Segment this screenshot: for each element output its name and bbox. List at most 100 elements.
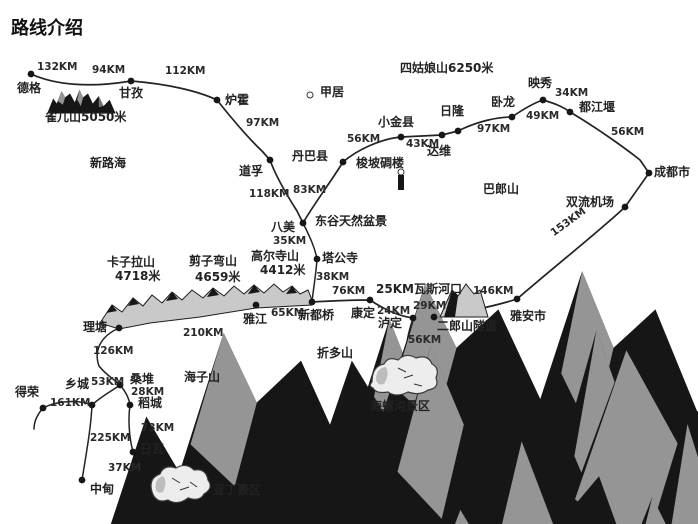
mountain-icons — [47, 89, 698, 524]
route-node-riwa — [129, 448, 137, 456]
erlangshan-mountain-icon — [439, 283, 489, 318]
map-label-jiaju: 甲居 — [320, 85, 345, 99]
map-label-siguniangshan: 四姑娘山6250米 — [400, 61, 494, 75]
map-label-km-97-balang: 97KM — [477, 123, 511, 135]
map-label-km-35: 35KM — [273, 235, 307, 247]
map-label-kazilashan: 卡子拉山 — [107, 255, 156, 269]
map-label-yajiang: 雅江 — [243, 312, 268, 326]
map-label-rilong: 日隆 — [440, 104, 465, 118]
map-label-km-126: 126KM — [93, 345, 134, 357]
yading-scenic-icon — [150, 464, 211, 504]
map-label-km-161: 161KM — [50, 397, 91, 409]
route-node-chengdushi — [645, 169, 653, 177]
map-label-km-43: 43KM — [406, 138, 440, 150]
route-node-sangdui — [116, 381, 124, 389]
map-label-km-225: 225KM — [90, 432, 131, 444]
map-label-xinluhai: 新路海 — [90, 156, 127, 170]
map-label-km-25-wasihekou: 25KM瓦斯河口 — [376, 282, 462, 296]
map-label-erlangshan: 二郎山隧道 — [437, 319, 498, 333]
route-node-daofu — [266, 156, 274, 164]
map-label-donggu: 东谷天然盆景 — [315, 214, 388, 228]
map-label-yaanshi: 雅安市 — [510, 309, 547, 323]
route-node-zhongdian — [78, 476, 86, 484]
map-label-derong: 得荣 — [15, 385, 40, 399]
map-label-xiangcheng: 乡城 — [65, 377, 90, 391]
snow-mountain-range-icon — [99, 283, 313, 330]
map-label-luhuo: 炉霍 — [225, 93, 250, 107]
snow-range-peaks-icon — [106, 285, 297, 313]
map-label-km-210: 210KM — [183, 327, 224, 339]
map-label-gaoersi-m: 4412米 — [260, 263, 306, 277]
route-node-xinduqiao — [308, 298, 316, 306]
map-label-km-29: 29KM — [413, 300, 447, 312]
map-label-km-24: 24KM — [377, 305, 411, 317]
map-label-daofu: 道孚 — [239, 164, 264, 178]
map-label-km-49: 49KM — [526, 110, 560, 122]
map-label-xiaojinxian: 小金县 — [378, 115, 415, 129]
map-label-km-73: 73KM — [141, 422, 175, 434]
map-label-xinduqiao: 新都桥 — [298, 308, 335, 322]
route-node-xiangcheng — [88, 401, 96, 409]
route-node-shuangliu — [621, 203, 629, 211]
map-label-dege: 德格 — [17, 81, 42, 95]
map-label-km-37: 37KM — [108, 462, 142, 474]
map-label-zheduoshan: 折多山 — [317, 346, 354, 360]
page-title: 路线介绍 — [11, 18, 83, 39]
map-label-suopo: 梭坡碉楼 — [356, 156, 405, 170]
map-label-ganzi: 甘孜 — [119, 86, 144, 100]
map-label-km-53: 53KM — [91, 376, 125, 388]
route-node-yading-end — [140, 468, 148, 476]
map-label-bamei: 八美 — [271, 220, 296, 234]
map-label-litang: 理塘 — [83, 320, 108, 334]
map-label-km-97-daofu: 97KM — [246, 117, 280, 129]
map-label-riwa: 日瓦 — [140, 442, 165, 456]
map-label-jianziwanshan: 剪子弯山 — [189, 254, 238, 268]
route-west-line — [30, 73, 304, 224]
route-node-yingxiu — [539, 96, 547, 104]
route-node-litang — [115, 324, 123, 332]
map-label-km-94: 94KM — [92, 64, 126, 76]
route-node-daocheng — [126, 401, 134, 409]
map-label-kazila-m: 4718米 — [115, 269, 161, 283]
map-label-kangding: 康定 — [351, 306, 376, 320]
route-node-luding — [409, 314, 417, 322]
route-danba-bamei-line — [302, 161, 344, 224]
map-label-danba: 丹巴县 — [292, 149, 329, 163]
map-label-hailuogou: 海螺沟景区 — [370, 399, 431, 413]
map-label-haizishan: 海子山 — [184, 370, 221, 384]
map-label-wolong: 卧龙 — [491, 95, 516, 109]
route-nodes — [27, 70, 653, 484]
route-node-dujiangyan — [566, 108, 574, 116]
map-label-km-56-chengdu: 56KM — [611, 126, 645, 138]
route-node-wolong — [508, 113, 516, 121]
route-node-dege — [27, 70, 35, 78]
route-north-loop-line — [118, 99, 650, 329]
map-label-km-28: 28KM — [131, 386, 165, 398]
map-label-balangshan: 巴郎山 — [483, 182, 520, 196]
route-node-kangding — [366, 296, 374, 304]
map-label-km-34: 34KM — [555, 87, 589, 99]
route-node-xiaojinxian — [397, 133, 405, 141]
route-node-ganzi — [127, 77, 135, 85]
route-node-derong — [39, 404, 47, 412]
route-zhongdian-line — [81, 404, 93, 481]
map-label-km-112: 112KM — [165, 65, 206, 77]
map-label-zhongdian: 中甸 — [90, 482, 115, 496]
map-label-yingxiu: 映秀 — [528, 76, 553, 90]
route-node-yaanshi — [513, 295, 521, 303]
map-label-shuangliu: 双流机场 — [566, 195, 615, 209]
route-node-rilong — [454, 127, 462, 135]
route-node-luhuo — [213, 96, 221, 104]
route-node-danba — [339, 158, 347, 166]
map-label-km-146: 146KM — [473, 285, 514, 297]
map-label-tagongsi: 塔公寺 — [322, 251, 359, 265]
map-label-km-56-hailuogou: 56KM — [408, 334, 442, 346]
route-node-bamei — [299, 219, 307, 227]
map-label-km-118: 118KM — [249, 188, 290, 200]
map-label-km-83: 83KM — [293, 184, 327, 196]
watchtower-icon — [397, 168, 405, 190]
map-label-jianziwan-m: 4659米 — [195, 270, 241, 284]
route-xiangcheng-derong-line — [33, 384, 121, 430]
